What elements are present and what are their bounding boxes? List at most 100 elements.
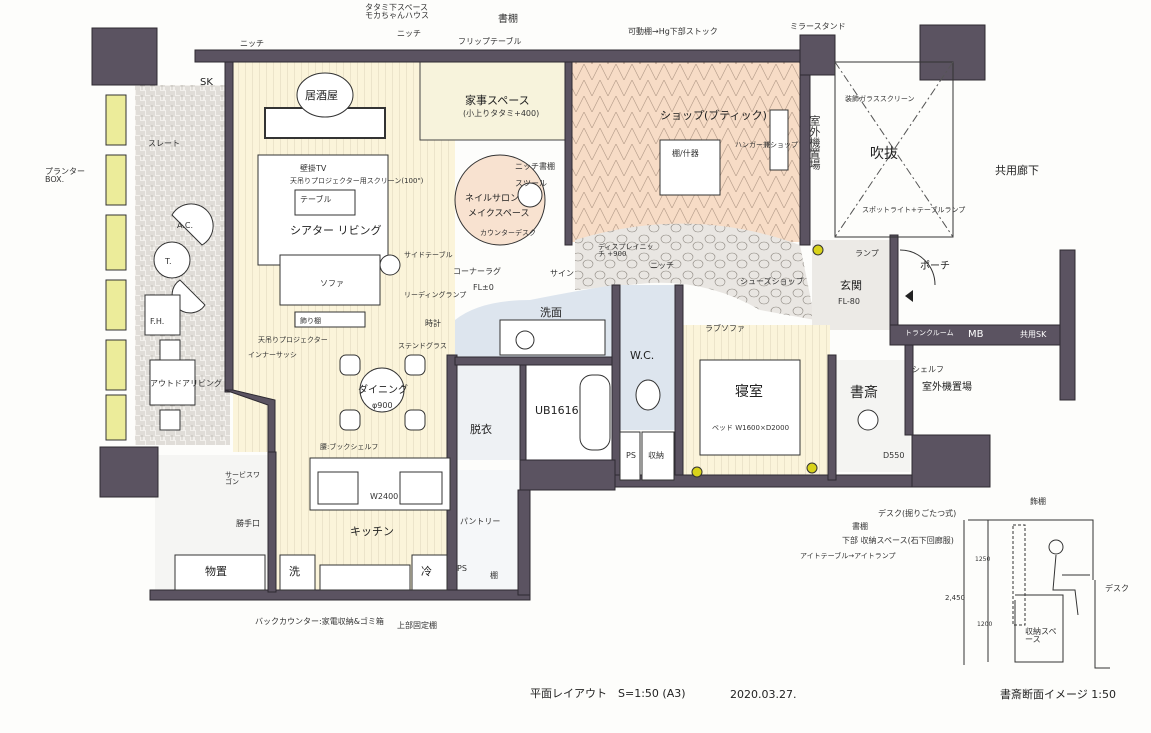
label-wall-tv: 壁掛TV bbox=[300, 164, 327, 173]
label-back-door: 勝手口 bbox=[236, 519, 260, 528]
label-display-spot: スポットライト+テーブルランプ bbox=[862, 206, 966, 214]
label-lamp: ランプ bbox=[855, 249, 879, 258]
label-clock: 時計 bbox=[425, 319, 441, 328]
room-washroom: 洗面 bbox=[540, 306, 562, 319]
label-planter-box: プランターBOX. bbox=[45, 167, 85, 184]
label-stained-glass: ステンドグラス bbox=[398, 342, 447, 350]
label-fl-living: FL±0 bbox=[473, 283, 494, 292]
label-hanger-shelf: ハンガー兼ショップ bbox=[735, 141, 798, 149]
room-shop: ショップ(ブティック) bbox=[660, 109, 767, 122]
furniture bbox=[144, 72, 879, 591]
label-common-corridor: 共用廊下 bbox=[995, 164, 1039, 177]
label-back-counter: バックカウンター:家電収納&ゴミ箱 bbox=[255, 617, 384, 626]
label-niche-bookshelf: ニッチ書棚 bbox=[515, 162, 555, 171]
section-dim-1: 1250 bbox=[975, 556, 991, 563]
label-projector: 天吊りプロジェクター bbox=[258, 336, 328, 344]
label-fh: F.H. bbox=[150, 317, 165, 326]
label-ac: A.C. bbox=[177, 221, 194, 230]
label-bookshelf-note: 書棚 bbox=[852, 522, 868, 531]
label-mirror-stand: ミラースタンド bbox=[790, 22, 846, 31]
room-bedroom: 寝室 bbox=[735, 384, 763, 400]
porch-door bbox=[899, 249, 936, 286]
room-changing: 脱衣 bbox=[470, 423, 492, 436]
label-upper-shelf: 上部固定棚 bbox=[397, 621, 437, 630]
room-mb: MB bbox=[968, 329, 984, 340]
room-kitchen: キッチン bbox=[350, 525, 394, 538]
label-glass-screen: 装飾ガラススクリーン bbox=[845, 95, 915, 103]
label-shoe-shop: シューズショップ bbox=[740, 277, 804, 286]
label-service-wagon: サービスワゴン bbox=[225, 471, 260, 486]
walls bbox=[91, 24, 1076, 601]
label-fridge: 冷 bbox=[421, 565, 432, 578]
label-projector-screen: 天吊りプロジェクター用スクリーン(100") bbox=[290, 177, 424, 185]
drawing-title: 平面レイアウト S=1:50 (A3) bbox=[530, 687, 686, 700]
atrium-outline bbox=[834, 61, 954, 238]
label-sofa: ソファ bbox=[320, 279, 344, 288]
room-outdoor-unit: 室外機置場 bbox=[808, 115, 821, 170]
label-table: テーブル bbox=[300, 195, 332, 204]
label-housework-sub: (小上りタタミ+400) bbox=[463, 109, 540, 118]
label-sk: SK bbox=[200, 77, 213, 88]
room-trunk-room: トランクルーム bbox=[905, 329, 954, 337]
label-niche: ニッチ bbox=[397, 29, 421, 38]
label-shelf: シェルフ bbox=[912, 365, 944, 374]
room-theater-living: シアター リビング bbox=[290, 224, 382, 237]
label-slates: スレート bbox=[148, 139, 180, 148]
label-love-sofa: ラブソファ bbox=[705, 324, 745, 333]
label-flip-table: フリップテーブル bbox=[458, 37, 522, 46]
section-sketch bbox=[963, 519, 1110, 669]
label-niche: ニッチ bbox=[240, 39, 264, 48]
section-label-desk: デスク bbox=[1105, 584, 1129, 593]
label-under-storage: 下部 収納スペース(石下回廊服) bbox=[842, 536, 954, 545]
label-shelf-small: 棚 bbox=[490, 571, 498, 580]
label-counter-desk: カウンターデスク bbox=[480, 229, 536, 237]
label-dining-size: φ900 bbox=[372, 401, 393, 410]
section-label-deco: 飾棚 bbox=[1030, 497, 1046, 506]
room-porch: ポーチ bbox=[920, 261, 950, 272]
label-cat-space: タタミ下スペース モカちゃんハウス bbox=[365, 3, 429, 20]
section-label-storage: 収納スペース bbox=[1025, 627, 1057, 644]
drawing-date: 2020.03.27. bbox=[730, 688, 797, 701]
room-outdoor-unit-2: 室外機置場 bbox=[922, 382, 972, 393]
room-pantry: パントリー bbox=[460, 517, 501, 526]
stone-floor bbox=[575, 223, 815, 320]
label-fl-entrance: FL-80 bbox=[838, 297, 860, 306]
section-dim-total: 2,450 bbox=[945, 594, 966, 602]
label-kitchen-size: W2400 bbox=[370, 492, 399, 501]
label-bed: ベッド W1600×D2000 bbox=[712, 424, 790, 432]
label-outdoor-living: アウトドアリビング bbox=[150, 379, 222, 388]
label-reading-lamp: リーディングランプ bbox=[404, 291, 467, 299]
room-entrance: 玄関 bbox=[840, 279, 862, 292]
label-corner-rug: コーナーラグ bbox=[453, 267, 501, 276]
room-bath: UB1616 bbox=[535, 404, 579, 417]
label-inner-sash: インナーサッシ bbox=[248, 351, 297, 359]
label-display-niche: ディスプレイニッチ +900 bbox=[598, 243, 654, 258]
room-common-sk: 共用SK bbox=[1020, 330, 1047, 339]
room-nail-salon: ネイルサロン bbox=[465, 194, 520, 204]
label-eye-table: アイトテーブル→アイトランプ bbox=[800, 552, 896, 560]
label-ps-2: PS bbox=[457, 564, 467, 573]
label-side-table: サイドテーブル bbox=[404, 251, 453, 259]
label-stool: スツール bbox=[515, 179, 547, 188]
room-storage: 収納 bbox=[648, 451, 664, 460]
room-atrium: 吹抜 bbox=[870, 146, 898, 162]
changing-floor bbox=[455, 360, 523, 460]
room-makeup-space: メイクスペース bbox=[468, 209, 530, 219]
light-fixtures bbox=[691, 244, 824, 478]
label-low-board: 飾り棚 bbox=[300, 317, 321, 325]
pantry-floor bbox=[455, 470, 520, 590]
label-sign: サイン bbox=[550, 269, 574, 278]
label-washer: 洗 bbox=[289, 565, 300, 578]
label-study-size: D550 bbox=[883, 451, 905, 460]
label-ps: PS bbox=[626, 451, 636, 460]
room-housework-space: 家事スペース bbox=[465, 94, 530, 107]
label-niche: ニッチ bbox=[650, 261, 674, 270]
label-counter-top: 腰:ブックシェルフ bbox=[320, 443, 379, 451]
entry-arrow-icon bbox=[905, 290, 913, 302]
room-wc: W.C. bbox=[630, 349, 655, 362]
label-bookshelf: 書棚 bbox=[498, 14, 518, 25]
section-title: 書斎断面イメージ 1:50 bbox=[1000, 688, 1116, 701]
entrance-floor bbox=[812, 240, 892, 330]
